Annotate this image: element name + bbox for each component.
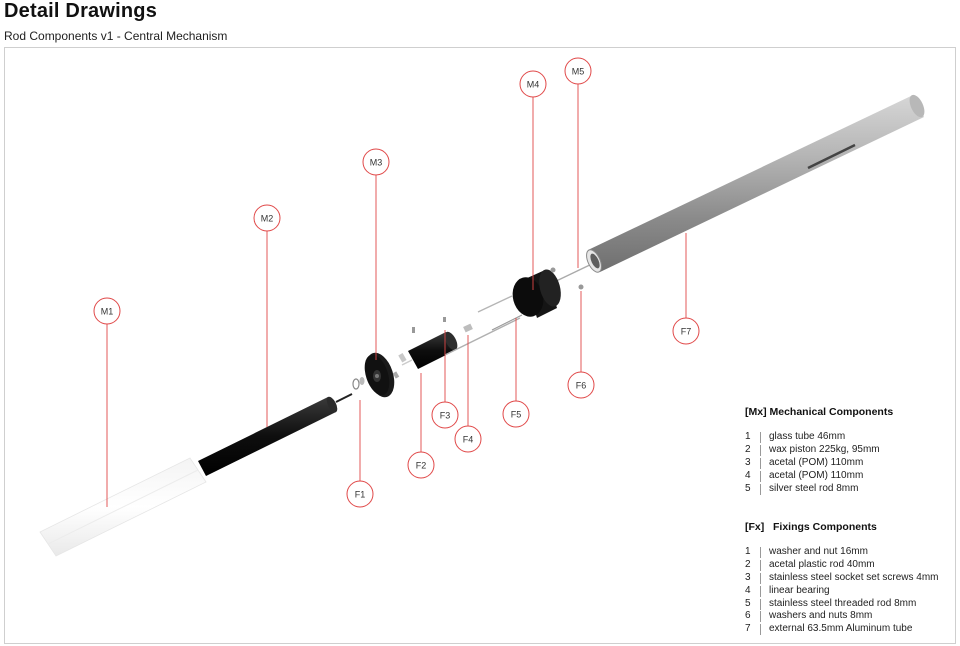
callout-F2: F2	[407, 451, 435, 479]
legend-row: 1 glass tube 46mm	[745, 431, 893, 444]
callout-F4: F4	[454, 425, 482, 453]
legend-num: 6	[745, 610, 751, 622]
legend-num: 1	[745, 431, 751, 442]
legend-separator	[760, 611, 761, 623]
callout-M4: M4	[519, 70, 547, 98]
legend-num: 4	[745, 469, 751, 481]
legend-text: external 63.5mm Aluminum tube	[769, 623, 913, 635]
legend-num: 4	[745, 584, 751, 596]
legend-text: glass tube 46mm	[769, 431, 846, 442]
fixings-legend-heading: [Fx] Fixings Components	[745, 521, 877, 533]
acetal-disc-part	[364, 352, 395, 398]
legend-row: 3 stainless steel socket set screws 4mm	[745, 572, 939, 585]
legend-text: stainless steel socket set screws 4mm	[769, 571, 939, 583]
fixings-components-legend: [Fx] Fixings Components 1 washer and nut …	[745, 521, 939, 636]
legend-text: stainless steel threaded rod 8mm	[769, 597, 917, 609]
glass-tube-part	[39, 457, 207, 557]
page-subtitle: Rod Components v1 - Central Mechanism	[4, 29, 228, 43]
legend-num: 3	[745, 456, 751, 468]
legend-num: 2	[745, 558, 751, 570]
legend-row: 2 acetal plastic rod 40mm	[745, 559, 939, 572]
legend-row: 4 linear bearing	[745, 585, 939, 598]
wax-piston-part	[198, 393, 353, 476]
legend-separator	[760, 457, 761, 469]
washers-nuts-part	[550, 267, 584, 290]
svg-text:M3: M3	[370, 158, 383, 168]
svg-text:F6: F6	[576, 381, 587, 391]
legend-text: acetal plastic rod 40mm	[769, 558, 875, 570]
svg-text:M1: M1	[101, 307, 114, 317]
callout-F6: F6	[567, 371, 595, 399]
legend-text: silver steel rod 8mm	[769, 482, 859, 494]
legend-num: 2	[745, 443, 751, 455]
legend-row: 2 wax piston 225kg, 95mm	[745, 444, 893, 457]
callout-M5: M5	[564, 57, 592, 85]
callout-M3: M3	[362, 148, 390, 176]
legend-separator	[760, 624, 761, 636]
svg-text:F2: F2	[416, 461, 427, 471]
legend-separator	[760, 432, 761, 443]
legend-row: 7 external 63.5mm Aluminum tube	[745, 623, 939, 636]
legend-num: 7	[745, 623, 751, 635]
legend-text: acetal (POM) 110mm	[769, 469, 864, 481]
callout-M1: M1	[93, 297, 121, 325]
aluminum-tube-part	[586, 94, 925, 273]
page-title: Detail Drawings	[4, 0, 158, 22]
drawing-frame	[4, 47, 956, 644]
legend-separator	[760, 598, 761, 610]
legend-separator	[760, 585, 761, 597]
legend-num: 5	[745, 597, 751, 609]
legend-separator	[760, 483, 761, 495]
callout-F7: F7	[672, 317, 700, 345]
legend-separator	[760, 559, 761, 571]
legend-row: 3 acetal (POM) 110mm	[745, 457, 893, 470]
legend-row: 5 silver steel rod 8mm	[745, 483, 893, 496]
legend-text: wax piston 225kg, 95mm	[769, 443, 880, 455]
mechanical-legend-list: 1 glass tube 46mm 2 wax piston 225kg, 95mm…	[745, 431, 893, 495]
legend-num: 3	[745, 571, 751, 583]
callout-leaders	[106, 84, 687, 507]
small-fixings-group	[392, 317, 473, 379]
acetal-plastic-rod-part	[401, 331, 458, 369]
legend-text: acetal (POM) 110mm	[769, 456, 864, 468]
legend-text: linear bearing	[769, 584, 830, 596]
svg-text:F3: F3	[440, 411, 451, 421]
legend-separator	[760, 470, 761, 482]
callout-F5: F5	[502, 400, 530, 428]
svg-text:F1: F1	[355, 490, 366, 500]
callout-M2: M2	[253, 204, 281, 232]
acetal-block-part	[512, 269, 561, 318]
legend-num: 1	[745, 546, 751, 557]
legend-text: washer and nut 16mm	[769, 546, 868, 557]
legend-text: washers and nuts 8mm	[769, 610, 873, 622]
svg-text:F4: F4	[463, 435, 474, 445]
legend-row: 4 acetal (POM) 110mm	[745, 470, 893, 483]
svg-text:M4: M4	[527, 80, 540, 90]
callout-F3: F3	[431, 401, 459, 429]
washer-nut-part	[352, 377, 365, 390]
legend-row: 1 washer and nut 16mm	[745, 546, 939, 559]
svg-text:M5: M5	[572, 67, 585, 77]
legend-row: 5 stainless steel threaded rod 8mm	[745, 598, 939, 611]
legend-separator	[760, 572, 761, 584]
callout-F1: F1	[346, 480, 374, 508]
svg-text:M2: M2	[261, 214, 274, 224]
legend-separator	[760, 444, 761, 456]
legend-row: 6 washers and nuts 8mm	[745, 610, 939, 623]
mechanical-components-legend: [Mx] Mechanical Components 1 glass tube 4…	[745, 406, 893, 495]
fixings-legend-list: 1 washer and nut 16mm 2 acetal plastic rod…	[745, 546, 939, 636]
svg-text:F5: F5	[511, 410, 522, 420]
legend-separator	[760, 547, 761, 558]
mechanical-legend-heading: [Mx] Mechanical Components	[745, 406, 894, 418]
svg-text:F7: F7	[681, 327, 692, 337]
legend-num: 5	[745, 482, 751, 494]
